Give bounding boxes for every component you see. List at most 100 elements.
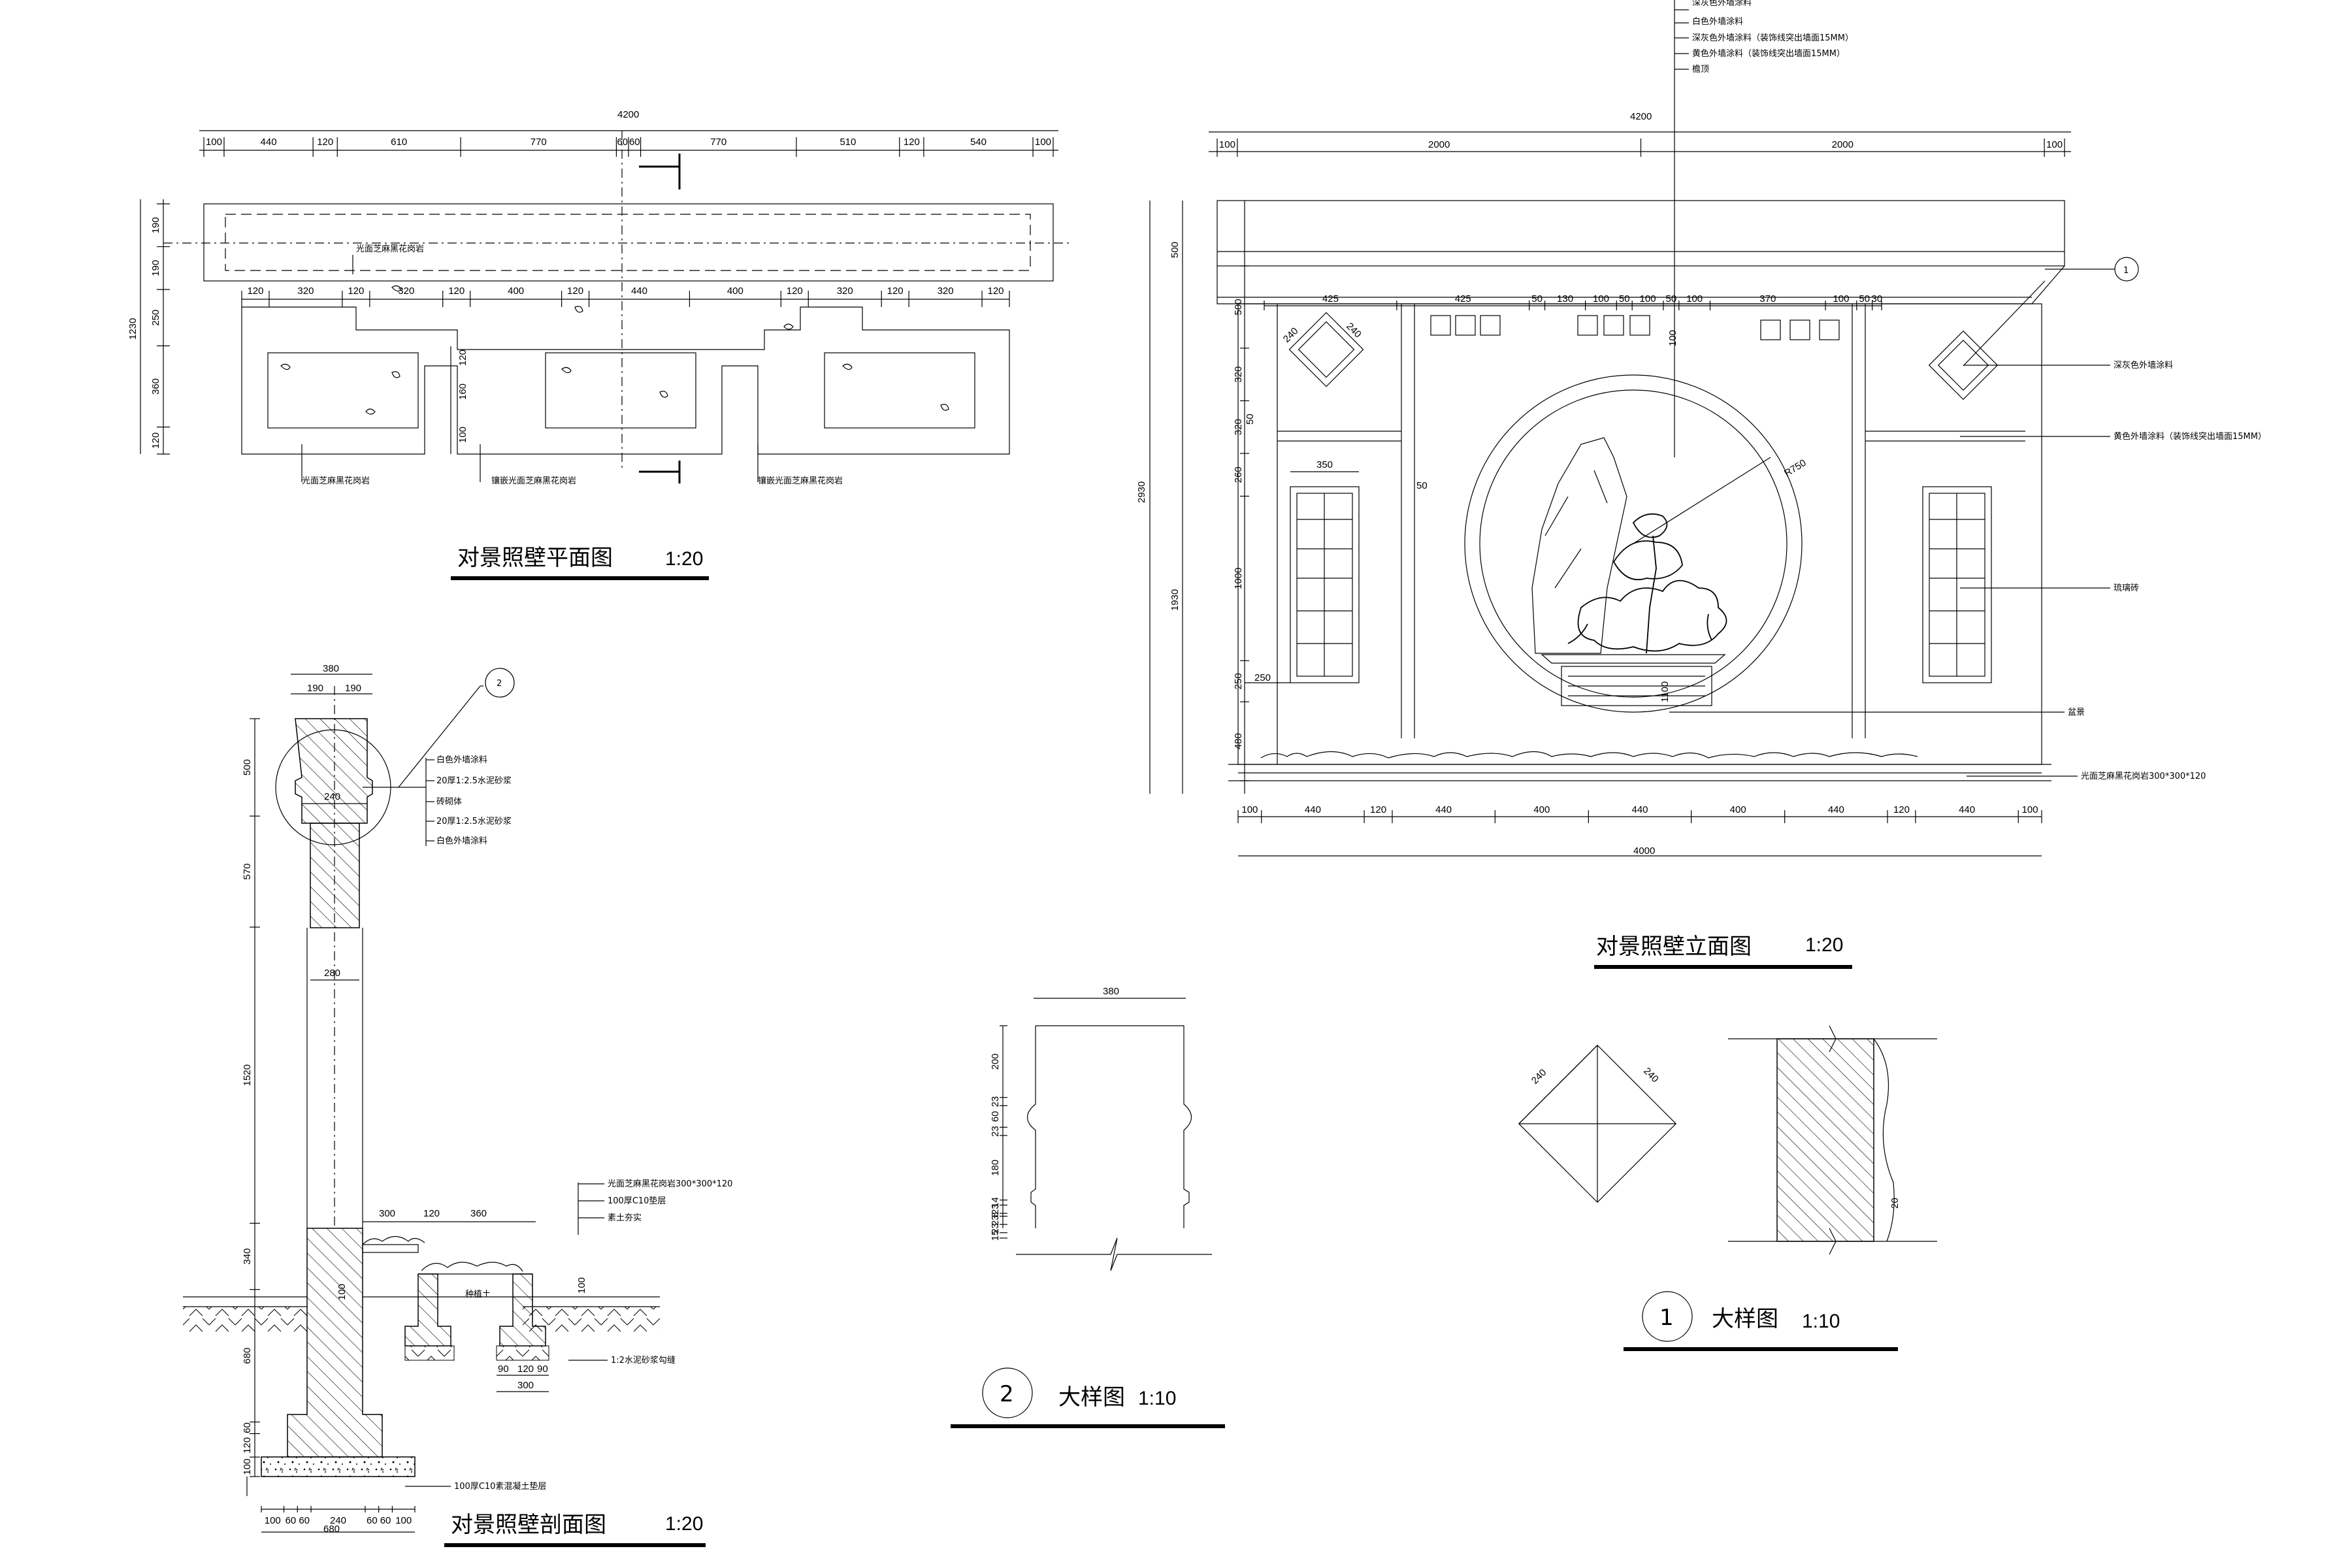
sec-dim-top-b: 190 bbox=[345, 683, 361, 694]
sec-bottom-dim: 60 bbox=[299, 1515, 310, 1526]
d2-left-dim: 23 bbox=[990, 1203, 1001, 1215]
svg-text:R750: R750 bbox=[1782, 457, 1808, 479]
elev-cornice bbox=[1217, 200, 2065, 267]
elev-inner-dim: 100 bbox=[1593, 293, 1609, 304]
svg-text:镶嵌光面芝麻黑花岗岩: 镶嵌光面芝麻黑花岗岩 bbox=[758, 476, 843, 486]
plan-top-dim: 510 bbox=[840, 137, 856, 148]
plan-mid-dim: 320 bbox=[398, 286, 414, 297]
plan-left-total: 1230 bbox=[127, 318, 139, 340]
section-view: 380 190 190 bbox=[183, 663, 732, 1547]
plan-mid-dim: 120 bbox=[247, 286, 263, 297]
elev-inner-dim: 100 bbox=[1640, 293, 1656, 304]
plan-coping-dash bbox=[225, 214, 1031, 271]
sec-bottom-dim: 60 bbox=[367, 1515, 378, 1526]
detail2-title: 2 大样图 1:10 bbox=[951, 1367, 1225, 1428]
sec-bottom-dim: 100 bbox=[395, 1515, 412, 1526]
svg-text:镶嵌光面芝麻黑花岗岩: 镶嵌光面芝麻黑花岗岩 bbox=[491, 476, 576, 486]
plan-top-dim: 610 bbox=[391, 137, 407, 148]
elev-inner-dim: 50 bbox=[1859, 293, 1870, 304]
svg-text:90: 90 bbox=[537, 1364, 548, 1375]
d2-dim-top: 380 bbox=[1103, 986, 1119, 997]
plan-title: 对景照壁平面图 1:20 bbox=[451, 545, 709, 580]
svg-text:黄色外墙涂料（装饰线突出墙面15MM）: 黄色外墙涂料（装饰线突出墙面15MM） bbox=[2114, 431, 2266, 442]
svg-text:240: 240 bbox=[324, 791, 340, 802]
elev-bottom-dim: 440 bbox=[1828, 804, 1844, 815]
elev-bottom-dim: 400 bbox=[1730, 804, 1746, 815]
d2-left-dim: 23 bbox=[990, 1223, 1001, 1234]
svg-text:光面芝麻黑花岗岩300*300*120: 光面芝麻黑花岗岩300*300*120 bbox=[608, 1179, 732, 1189]
sec-bottom-dim: 60 bbox=[286, 1515, 297, 1526]
d2-left-dim: 60 bbox=[990, 1111, 1001, 1122]
plan-body-outline bbox=[241, 306, 1010, 455]
plan-section-cut-marks bbox=[639, 154, 681, 483]
svg-text:350: 350 bbox=[1316, 459, 1333, 470]
plan-mid-dim: 120 bbox=[567, 286, 583, 297]
svg-text:120: 120 bbox=[517, 1364, 534, 1375]
elevation-title: 对景照壁立面图 1:20 bbox=[1594, 934, 1852, 969]
sec-left-dim: 340 bbox=[242, 1249, 253, 1265]
svg-text:240: 240 bbox=[1344, 321, 1364, 340]
svg-text:1:10: 1:10 bbox=[1802, 1311, 1840, 1332]
section-title: 对景照壁剖面图 1:20 bbox=[444, 1512, 706, 1547]
plan-top-dim: 440 bbox=[261, 137, 277, 148]
elev-inner-dim: 100 bbox=[1686, 293, 1703, 304]
plan-top-dim: 120 bbox=[317, 137, 333, 148]
svg-text:1:2水泥砂浆勾缝: 1:2水泥砂浆勾缝 bbox=[611, 1356, 676, 1365]
sec-left-dim: 500 bbox=[242, 759, 253, 776]
elev-bottom-total: 4000 bbox=[1633, 845, 1655, 857]
svg-text:20厚1:2.5水泥砂浆: 20厚1:2.5水泥砂浆 bbox=[436, 776, 512, 786]
sec-left-dim: 60 bbox=[242, 1422, 253, 1433]
elev-bottom-dim: 440 bbox=[1631, 804, 1648, 815]
sec-notes: 白色外墙涂料 20厚1:2.5水泥砂浆 砖砌体 20厚1:2.5水泥砂浆 白色外… bbox=[363, 755, 732, 1492]
svg-text:砖砌体: 砖砌体 bbox=[436, 797, 462, 807]
elev-bottom-dim: 440 bbox=[1435, 804, 1452, 815]
plan-mid-dim: 320 bbox=[837, 286, 853, 297]
elev-left-total: 2930 bbox=[1136, 482, 1147, 503]
svg-text:1:20: 1:20 bbox=[665, 1513, 703, 1535]
svg-text:白色外墙涂料: 白色外墙涂料 bbox=[436, 755, 487, 765]
d1-dim-b: 240 bbox=[1641, 1066, 1661, 1085]
sec-dim-top-a: 190 bbox=[307, 683, 323, 694]
elev-bottom-dim: 100 bbox=[2022, 804, 2038, 815]
elev-bottom-dim: 400 bbox=[1533, 804, 1550, 815]
d2-breakline bbox=[1016, 1237, 1212, 1271]
elev-bottom-dim: 440 bbox=[1305, 804, 1321, 815]
svg-text:360: 360 bbox=[470, 1208, 487, 1219]
elev-base bbox=[1228, 751, 2051, 781]
svg-text:2: 2 bbox=[1000, 1381, 1014, 1407]
plan-mid-dim: 120 bbox=[448, 286, 465, 297]
plan-left-dim: 190 bbox=[150, 260, 161, 276]
svg-text:1:10: 1:10 bbox=[1138, 1388, 1176, 1409]
plan-panel-2 bbox=[545, 352, 696, 429]
svg-text:100: 100 bbox=[457, 427, 468, 443]
d2-left-dim: 200 bbox=[990, 1053, 1001, 1070]
svg-text:120: 120 bbox=[423, 1208, 440, 1219]
d2-left-dim: 8 bbox=[990, 1212, 1001, 1217]
elev-bottom-dim: 440 bbox=[1959, 804, 1975, 815]
elev-rock-bonsai bbox=[1531, 437, 1727, 706]
elev-inner-dim: 50 bbox=[1665, 293, 1676, 304]
plan-mid-dim: 120 bbox=[988, 286, 1004, 297]
elev-inner-dim: 100 bbox=[1833, 293, 1849, 304]
svg-text:90: 90 bbox=[498, 1364, 509, 1375]
elev-left-dim: 480 bbox=[1233, 733, 1244, 749]
detail-1: 240 240 20 1 大样图 1:10 bbox=[1518, 1025, 1937, 1351]
elev-left-dim: 320 bbox=[1233, 367, 1244, 383]
svg-text:100: 100 bbox=[1667, 330, 1678, 346]
svg-text:280: 280 bbox=[324, 968, 340, 979]
svg-text:100: 100 bbox=[336, 1284, 348, 1300]
sec-concrete-pad bbox=[261, 1456, 416, 1477]
svg-text:深灰色外墙涂料: 深灰色外墙涂料 bbox=[2114, 360, 2173, 370]
d1-wall-section: 20 bbox=[1728, 1025, 1937, 1255]
d1-dim-a: 240 bbox=[1529, 1067, 1549, 1086]
svg-text:1:20: 1:20 bbox=[1805, 934, 1843, 956]
d2-left-dim: 23 bbox=[990, 1096, 1001, 1107]
sec-left-dim: 120 bbox=[242, 1437, 253, 1454]
elev-top-dim: 2000 bbox=[1832, 139, 1854, 150]
svg-text:100厚C10素混凝土垫层: 100厚C10素混凝土垫层 bbox=[454, 1481, 546, 1492]
